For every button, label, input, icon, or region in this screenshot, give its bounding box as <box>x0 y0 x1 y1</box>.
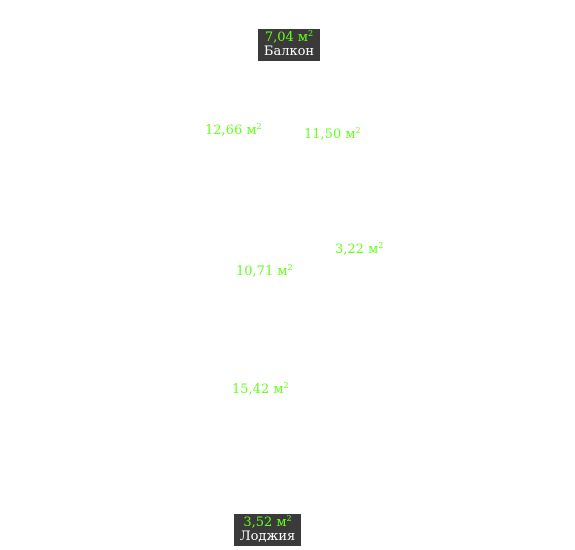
room-area-value: 12,66 м <box>205 123 257 138</box>
room-area-label: 10,71 м2 <box>236 263 293 280</box>
loggia-area: 3,52 м2 <box>238 514 297 531</box>
room-area-label: 3,22 м2 <box>335 241 384 258</box>
room-area-value: 11,50 м <box>304 127 356 142</box>
balcony-area-unit-power: 2 <box>308 29 314 38</box>
balcony-label: 7,04 м2 Балкон <box>258 29 320 61</box>
room-area-label: 11,50 м2 <box>304 126 361 143</box>
room-area-label: 15,42 м2 <box>232 381 289 398</box>
room-area-unit-power: 2 <box>287 263 293 272</box>
balcony-area: 7,04 м2 <box>262 29 316 46</box>
balcony-area-value: 7,04 м <box>264 30 309 45</box>
room-area-value: 10,71 м <box>236 264 288 279</box>
room-area-value: 15,42 м <box>232 382 284 397</box>
room-area-value: 3,22 м <box>335 242 379 257</box>
loggia-area-value: 3,52 м <box>243 515 287 530</box>
loggia-label: 3,52 м2 Лоджия <box>234 514 301 546</box>
room-area-unit-power: 2 <box>256 122 262 131</box>
room-area-unit-power: 2 <box>378 241 384 250</box>
room-area-label: 12,66 м2 <box>205 122 262 139</box>
loggia-area-unit-power: 2 <box>286 514 292 523</box>
room-area-unit-power: 2 <box>283 381 289 390</box>
loggia-name: Лоджия <box>239 529 296 544</box>
balcony-name: Балкон <box>263 44 315 59</box>
room-area-unit-power: 2 <box>355 126 361 135</box>
